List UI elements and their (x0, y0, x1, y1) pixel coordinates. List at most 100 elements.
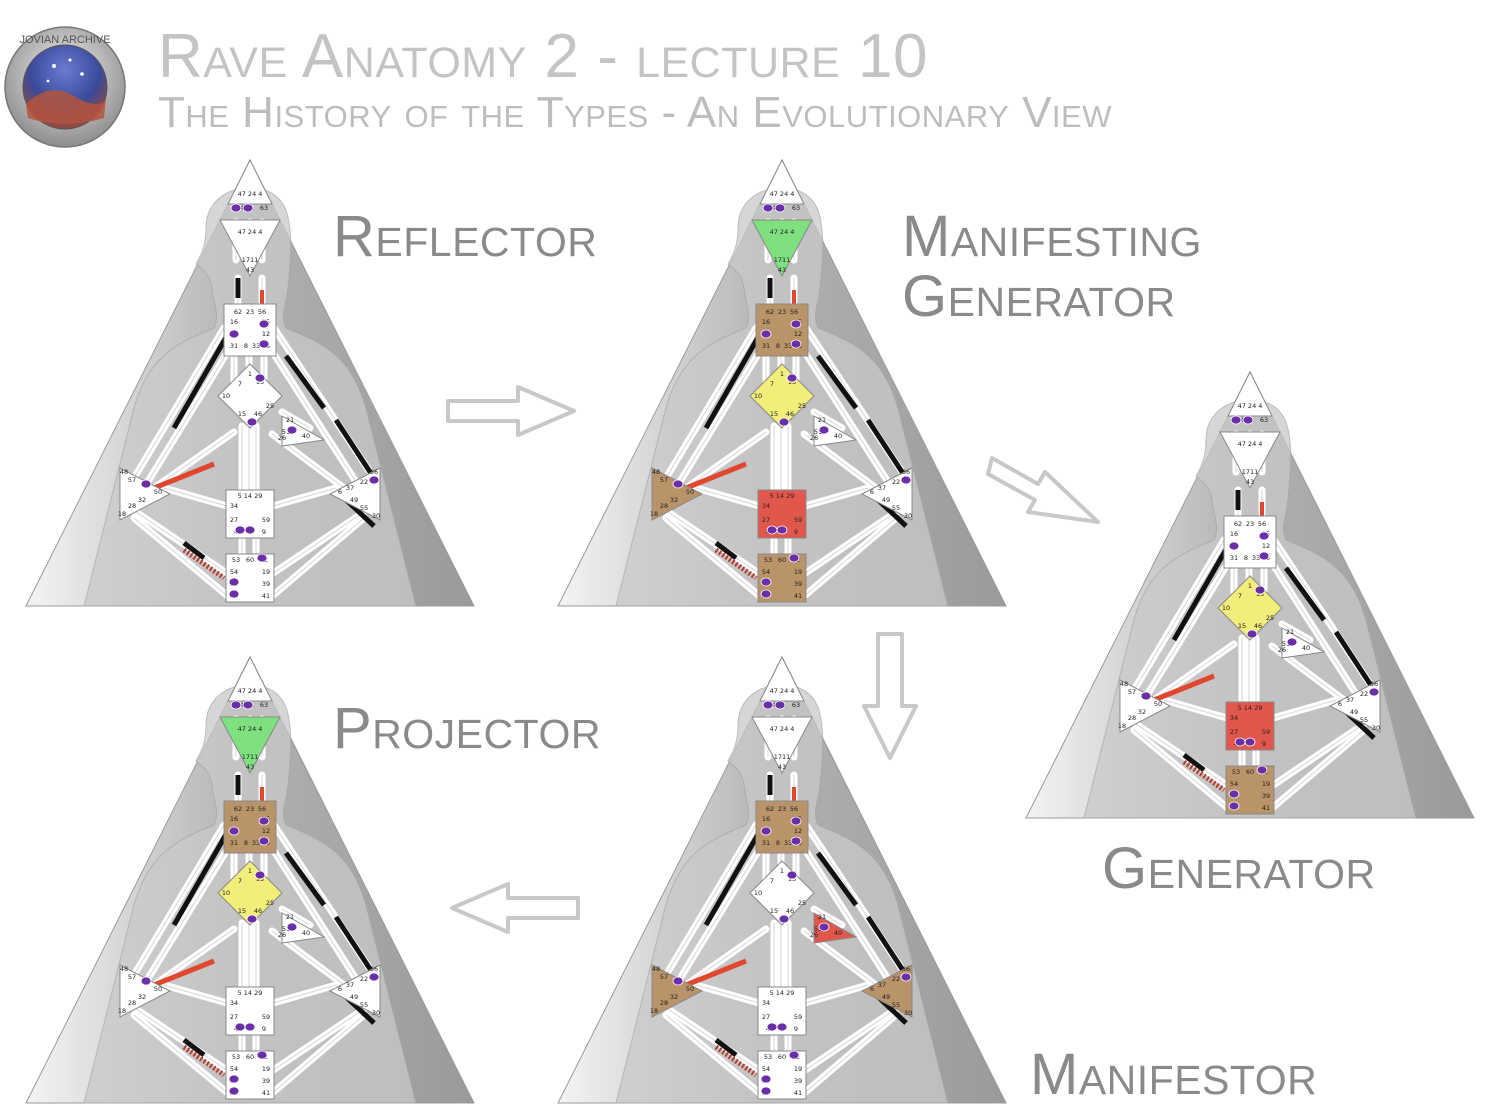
arrow-down-right-icon (986, 456, 1100, 524)
gate-label: 25 (266, 402, 274, 410)
gate-label: 25 (1266, 614, 1274, 622)
label-manifestor: Manifestor (1030, 1042, 1318, 1107)
channel-black (865, 418, 909, 480)
gate-label: 1 (248, 867, 252, 875)
channel-black (1283, 566, 1327, 622)
center-ajna (219, 716, 281, 775)
gate-activation-icon (228, 1086, 240, 1096)
gate-label: 27 (762, 516, 770, 524)
gate-label: 39 (262, 580, 270, 588)
gate-label: 5 14 29 (238, 492, 263, 500)
gate-label: 59 (262, 1013, 270, 1021)
gate-label: 54 (762, 568, 770, 576)
gate-label: 6 (870, 985, 874, 993)
channel-track-line (1281, 623, 1311, 641)
gate-label: 48 (652, 468, 660, 476)
channel-black (283, 354, 327, 410)
label-projector: Projector (333, 696, 601, 761)
gate-label: 28 (660, 999, 668, 1007)
gate-label: 26 (810, 931, 818, 939)
gate-label: 9 (262, 528, 266, 536)
gate-label: 12 (794, 827, 802, 835)
gate-label: 60 (246, 1053, 254, 1061)
gate-label: 9 (794, 1025, 798, 1033)
channel-track-line (1163, 699, 1235, 721)
gate-activation-icon (242, 203, 254, 213)
channel-track-line (685, 928, 767, 986)
gate-label: 22 (892, 478, 900, 486)
gate-label: 47 24 4 (770, 687, 795, 695)
gate-label: 57 (128, 476, 136, 484)
gate-label: 48 (120, 965, 128, 973)
gate-label: 48 (120, 468, 128, 476)
channel-track-line (801, 844, 893, 986)
gate-label: 57 (660, 476, 668, 484)
channel-black (714, 1038, 738, 1057)
gate-label: 36 (902, 468, 910, 476)
gate-label: 23 (246, 805, 254, 813)
gate-activation-icon (228, 826, 240, 836)
channel-red (1153, 673, 1215, 703)
gate-label: 47 24 4 (238, 228, 263, 236)
gate-label: 40 (302, 929, 310, 937)
gate-label: 34 (230, 999, 238, 1007)
gate-label: 49 (1350, 708, 1358, 716)
gate-label: 41 (262, 1089, 270, 1097)
gate-activation-icon (228, 329, 240, 339)
gate-activation-icon (900, 972, 912, 982)
gate-label: 50 (154, 985, 162, 993)
gate-label: 53 (1232, 768, 1240, 776)
channel-red (153, 958, 215, 988)
gate-activation-icon (234, 1022, 246, 1032)
gate-label: 43 (1246, 478, 1254, 486)
gate-label: 60 (1246, 768, 1254, 776)
gate-label: 25 (798, 899, 806, 907)
gate-label: 56 (258, 805, 266, 813)
gate-activation-icon (762, 700, 774, 710)
channel-track-line (801, 347, 893, 489)
gate-label: 21 (1286, 628, 1294, 636)
gate-label: 5 14 29 (238, 989, 263, 997)
gate-label: 43 (246, 763, 254, 771)
gate-label: 18 (118, 510, 126, 518)
channel-track-line (133, 517, 231, 599)
gate-label: 1711 (774, 753, 791, 761)
channel-track-line (1269, 729, 1365, 811)
gate-label: 46 (786, 410, 794, 418)
gate-label: 32 (138, 993, 146, 1001)
channel-black (865, 915, 909, 977)
gate-label: 39 (1262, 792, 1270, 800)
gate-activation-icon (790, 836, 802, 846)
gate-label: 63 (792, 204, 800, 212)
gate-label: 26 (278, 434, 286, 442)
bodygraph-manifestor: 47 24 464616347 24 417114362235616352012… (557, 655, 1007, 1104)
gate-label: 21 (818, 913, 826, 921)
gate-label: 19 (794, 568, 802, 576)
gate-label: 31 (762, 342, 770, 350)
gate-label: 59 (1262, 728, 1270, 736)
gate-label: 8 (244, 839, 248, 847)
channel-track-line (665, 517, 763, 599)
center-ajna (219, 219, 281, 278)
gate-label: 46 (1254, 622, 1262, 630)
gate-label: 62 (1234, 520, 1242, 528)
gate-label: 28 (660, 502, 668, 510)
channel-striped (714, 1044, 758, 1078)
arrow-left-icon (450, 882, 580, 934)
channel-track-line (665, 1014, 763, 1096)
gate-label: 56 (258, 308, 266, 316)
gate-activation-icon (774, 203, 786, 213)
gate-label: 6 (338, 488, 342, 496)
gate-label: 32 (670, 496, 678, 504)
gate-label: 40 (302, 432, 310, 440)
gate-label: 33 (784, 839, 792, 847)
gate-label: 39 (794, 1077, 802, 1085)
gate-label: 22 (360, 478, 368, 486)
channel-black (1333, 630, 1377, 692)
gate-label: 10 (1222, 604, 1230, 612)
gate-label: 12 (1262, 542, 1270, 550)
gate-label: 23 (1246, 520, 1254, 528)
channel-black (815, 851, 859, 907)
channel-track-line (265, 984, 337, 1006)
gate-label: 27 (1230, 728, 1238, 736)
